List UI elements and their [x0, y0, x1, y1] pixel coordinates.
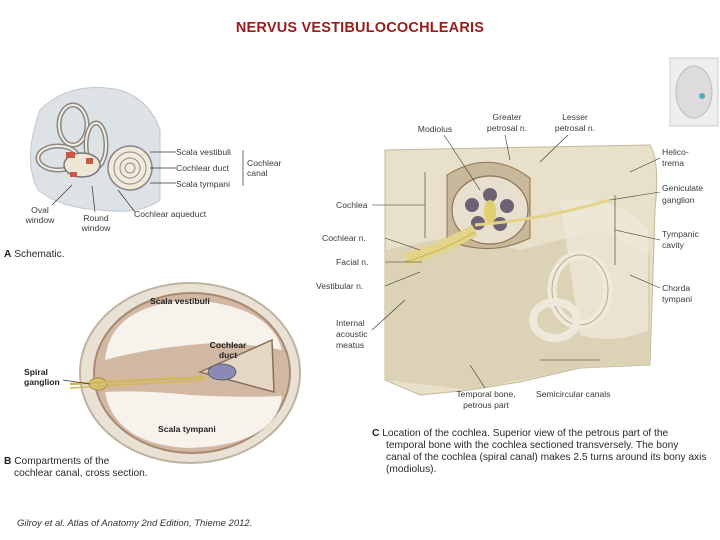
- panel-c-letter: C: [372, 428, 380, 439]
- label-chorda-tympani-1: Chorda: [662, 283, 691, 293]
- label-internal-acoustic-meatus-3: meatus: [336, 340, 365, 350]
- label-helicotrema-2: trema: [662, 158, 684, 168]
- panel-b-caption: B Compartments of the cochlear canal, cr…: [4, 456, 148, 480]
- panel-c-caption-line-2: temporal bone with the cochlea sectioned…: [386, 440, 679, 451]
- label-spiral-ganglion: Spiral ganglion: [24, 367, 60, 387]
- slide-title: NERVUS VESTIBULOCOCHLEARIS: [235, 20, 485, 36]
- label-oval-window: Oval window: [25, 205, 55, 225]
- label-greater-petrosal-1: Greater: [492, 112, 522, 122]
- source-citation: Gilroy et al. Atlas of Anatomy 2nd Editi…: [17, 518, 253, 529]
- label-modiolus: Modiolus: [417, 124, 453, 134]
- panel-a-caption-text: Schematic.: [14, 249, 65, 260]
- label-helicotrema-1: Helico-: [662, 147, 689, 157]
- label-cochlear-canal: Cochlear canal: [247, 158, 282, 178]
- label-greater-petrosal-2: petrosal n.: [486, 123, 528, 133]
- panel-b-caption-line-2: cochlear canal, cross section.: [14, 468, 148, 479]
- label-geniculate-ganglion-2: ganglion: [662, 195, 695, 205]
- label-cochlear-aqueduct: Cochlear aqueduct: [134, 209, 207, 219]
- label-cochlea: Cochlea: [336, 200, 368, 210]
- label-tympanic-cavity-2: cavity: [662, 240, 684, 250]
- label-internal-acoustic-meatus-1: Internal: [336, 318, 365, 328]
- label-scala-vestibuli-b: Scala vestibuli: [150, 296, 210, 306]
- panel-c-caption-line-4: (modiolus).: [386, 464, 437, 475]
- label-scala-vestibuli-a: Scala vestibuli: [176, 147, 231, 157]
- label-round-window: Round window: [81, 213, 111, 233]
- label-cochlear-duct-b: Cochlear duct: [209, 340, 247, 360]
- label-cochlear-duct-a: Cochlear duct: [176, 163, 230, 173]
- label-lesser-petrosal-2: petrosal n.: [554, 123, 596, 133]
- label-tympanic-cavity-1: Tympanic: [662, 229, 699, 239]
- label-scala-tympani-a: Scala tympani: [176, 179, 230, 189]
- label-vestibular-nerve: Vestibular n.: [316, 281, 364, 291]
- label-geniculate-ganglion-1: Geniculate: [662, 183, 704, 193]
- label-lesser-petrosal-1: Lesser: [562, 112, 588, 122]
- panel-b-caption-line-1: Compartments of the: [14, 456, 110, 467]
- label-semicircular-canals: Semicircular canals: [536, 389, 611, 399]
- label-chorda-tympani-2: tympani: [662, 294, 693, 304]
- label-temporal-bone-2: petrous part: [463, 400, 509, 410]
- label-cochlear-nerve: Cochlear n.: [322, 233, 366, 243]
- label-internal-acoustic-meatus-2: acoustic: [336, 329, 368, 339]
- panel-c-caption-line-1: Location of the cochlea. Superior view o…: [382, 428, 669, 439]
- panel-a-letter: A: [4, 249, 12, 260]
- label-facial-nerve: Facial n.: [336, 257, 369, 267]
- panel-b-letter: B: [4, 456, 12, 467]
- panel-a-caption: A Schematic.: [4, 249, 65, 261]
- label-temporal-bone-1: Temporal bone,: [456, 389, 516, 399]
- label-scala-tympani-b: Scala tympani: [158, 424, 216, 434]
- panel-c-caption: C Location of the cochlea. Superior view…: [372, 428, 718, 476]
- panel-c-caption-line-3: canal of the cochlea (spiral canal) make…: [386, 452, 707, 463]
